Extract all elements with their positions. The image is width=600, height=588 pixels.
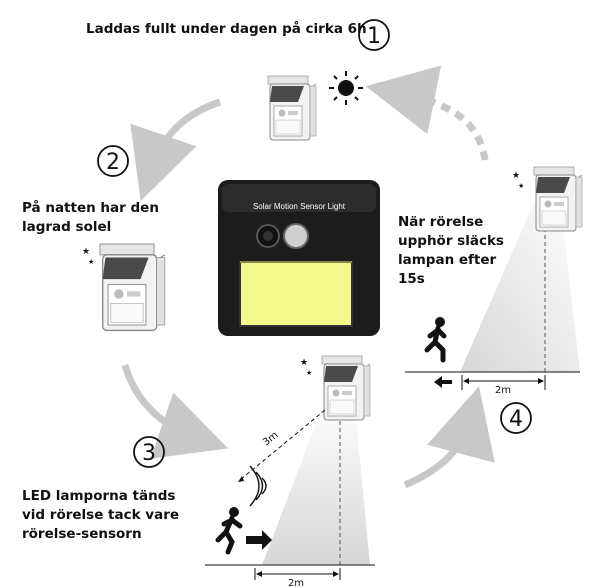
- svg-text:★: ★: [306, 369, 312, 377]
- solar-motion-sensor-light: Solar Motion Sensor Light: [218, 180, 380, 336]
- wall-lamp-active: [321, 355, 371, 421]
- walking-person-icon: [424, 317, 452, 388]
- motion-waves-icon: [249, 465, 267, 507]
- caption-step-4: När rörelse upphör släcks lampan efter 1…: [398, 214, 504, 287]
- svg-text:2: 2: [106, 150, 120, 175]
- cycle-arrow-icon: [121, 363, 229, 459]
- product-label: Solar Motion Sensor Light: [253, 202, 346, 211]
- svg-text:4: 4: [509, 407, 523, 432]
- caption-step-1: Laddas fullt under dagen på cirka 6h: [86, 21, 367, 37]
- svg-text:★: ★: [518, 182, 524, 190]
- svg-text:★: ★: [88, 258, 94, 266]
- detection-distance: 3m: [261, 430, 280, 449]
- moon-stars-icon: ★ ★: [284, 357, 312, 377]
- svg-text:1: 1: [367, 24, 381, 49]
- caption-step-2: På natten har den lagrad solel: [22, 200, 159, 235]
- ground-distance-step-3: 2m: [288, 578, 304, 588]
- moon-stars-icon: ★ ★: [66, 246, 94, 266]
- wall-lamp-day: [267, 75, 317, 141]
- wall-lamp-timeout: [533, 166, 583, 232]
- running-person-icon: [215, 507, 272, 555]
- sun-icon: [329, 71, 363, 105]
- light-beam-step-4: [460, 198, 580, 372]
- step-number-1: 1: [358, 19, 390, 51]
- cycle-arrow-icon: [403, 386, 495, 489]
- step-number-2: 2: [97, 145, 129, 177]
- svg-text:3: 3: [142, 441, 156, 466]
- wall-lamp-night: [99, 243, 166, 332]
- light-beam-step-3: [262, 398, 370, 565]
- svg-text:★: ★: [82, 247, 90, 257]
- svg-text:★: ★: [512, 171, 520, 181]
- step-number-4: 4: [500, 402, 532, 434]
- detection-range-line: [239, 409, 326, 481]
- caption-step-3: LED lamporna tänds vid rörelse tack vare…: [22, 488, 180, 542]
- cycle-arrow-icon: [365, 65, 489, 161]
- svg-text:★: ★: [300, 358, 308, 368]
- moon-stars-icon: ★ ★: [496, 170, 524, 190]
- ground-distance-step-4: 2m: [495, 385, 511, 396]
- step-number-3: 3: [133, 436, 165, 468]
- cycle-arrow-icon: [130, 98, 222, 202]
